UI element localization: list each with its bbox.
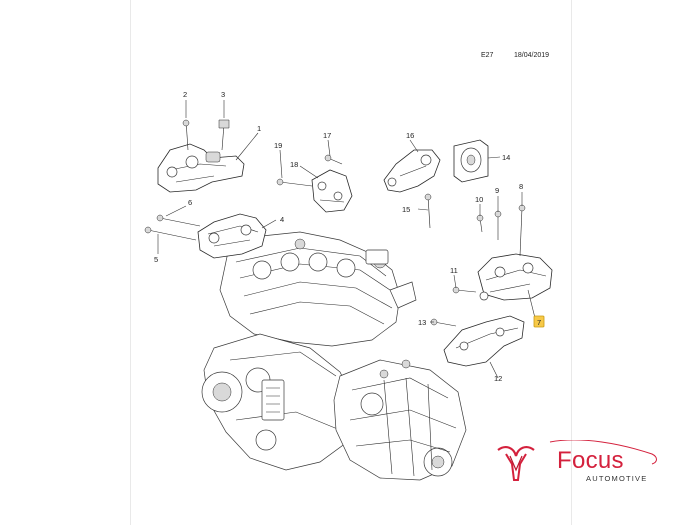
callout-16: 16 <box>406 131 414 140</box>
logo-sub: AUTOMOTIVE <box>586 474 648 483</box>
part-7-transmission-mount <box>452 204 553 301</box>
callout-4: 4 <box>280 215 284 224</box>
callout-5: 5 <box>154 255 158 264</box>
callout-8: 8 <box>519 182 523 191</box>
engine-assembly <box>201 231 467 481</box>
callout-labels: 1 2 3 4 5 6 8 9 10 11 12 13 14 15 16 17 … <box>154 90 545 383</box>
part-4-bracket <box>144 213 267 259</box>
callout-17: 17 <box>323 131 331 140</box>
callout-10: 10 <box>475 195 483 204</box>
callout-7-highlight: 7 <box>533 315 545 328</box>
callout-19: 19 <box>274 141 282 150</box>
part-16-torque-rod <box>383 139 489 229</box>
sheet-code: E27 <box>481 52 494 59</box>
callout-9: 9 <box>495 186 499 195</box>
callout-1: 1 <box>257 124 261 133</box>
callout-2: 2 <box>183 90 187 99</box>
part-12-mount-bracket <box>430 315 525 367</box>
callout-13: 13 <box>418 318 426 327</box>
focus-logo-emblem <box>497 440 657 481</box>
callout-18: 18 <box>290 160 298 169</box>
callout-14: 14 <box>502 153 510 162</box>
callout-12: 12 <box>494 374 502 383</box>
part-1-engine-mount <box>157 119 245 193</box>
callout-15: 15 <box>402 205 410 214</box>
callout-11: 11 <box>450 266 458 275</box>
logo-name: Focus <box>557 447 624 474</box>
callout-6: 6 <box>188 198 192 207</box>
callout-7: 7 <box>537 318 541 327</box>
part-18-bracket <box>276 154 353 213</box>
callout-3: 3 <box>221 90 225 99</box>
sheet-date: 18/04/2019 <box>514 52 550 59</box>
